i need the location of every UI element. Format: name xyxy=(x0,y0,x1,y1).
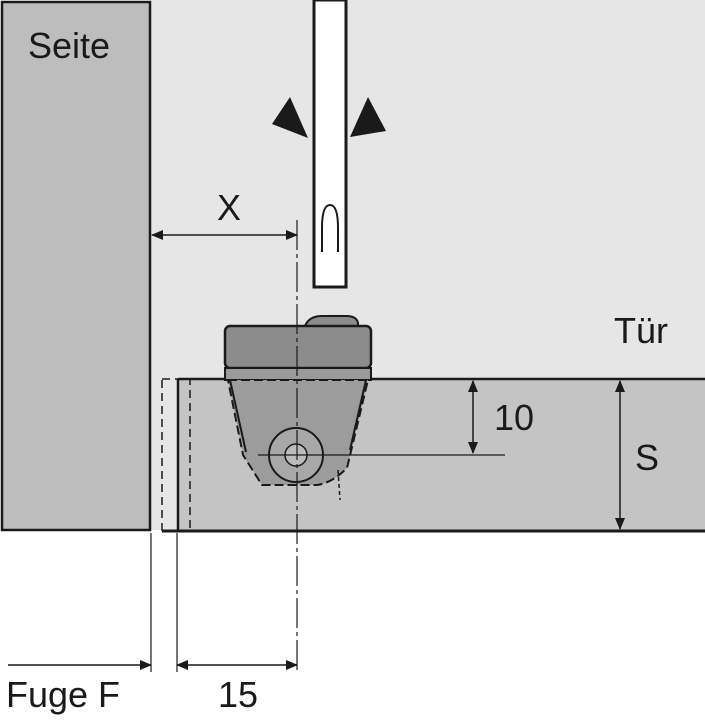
arrow-down-right-icon xyxy=(350,97,386,137)
arrow-down-left-icon xyxy=(272,97,308,138)
door-alt-position xyxy=(161,378,191,532)
screwdriver-icon xyxy=(312,0,348,289)
x-dimension-label: X xyxy=(217,187,241,228)
fifteen-label: 15 xyxy=(218,674,258,715)
fuge-label: Fuge F xyxy=(6,674,120,715)
s-dimension-label: S xyxy=(635,437,659,478)
door-label: Tür xyxy=(614,310,668,351)
side-label: Seite xyxy=(28,25,110,66)
side-panel xyxy=(0,0,152,532)
ten-dimension-label: 10 xyxy=(494,397,534,438)
